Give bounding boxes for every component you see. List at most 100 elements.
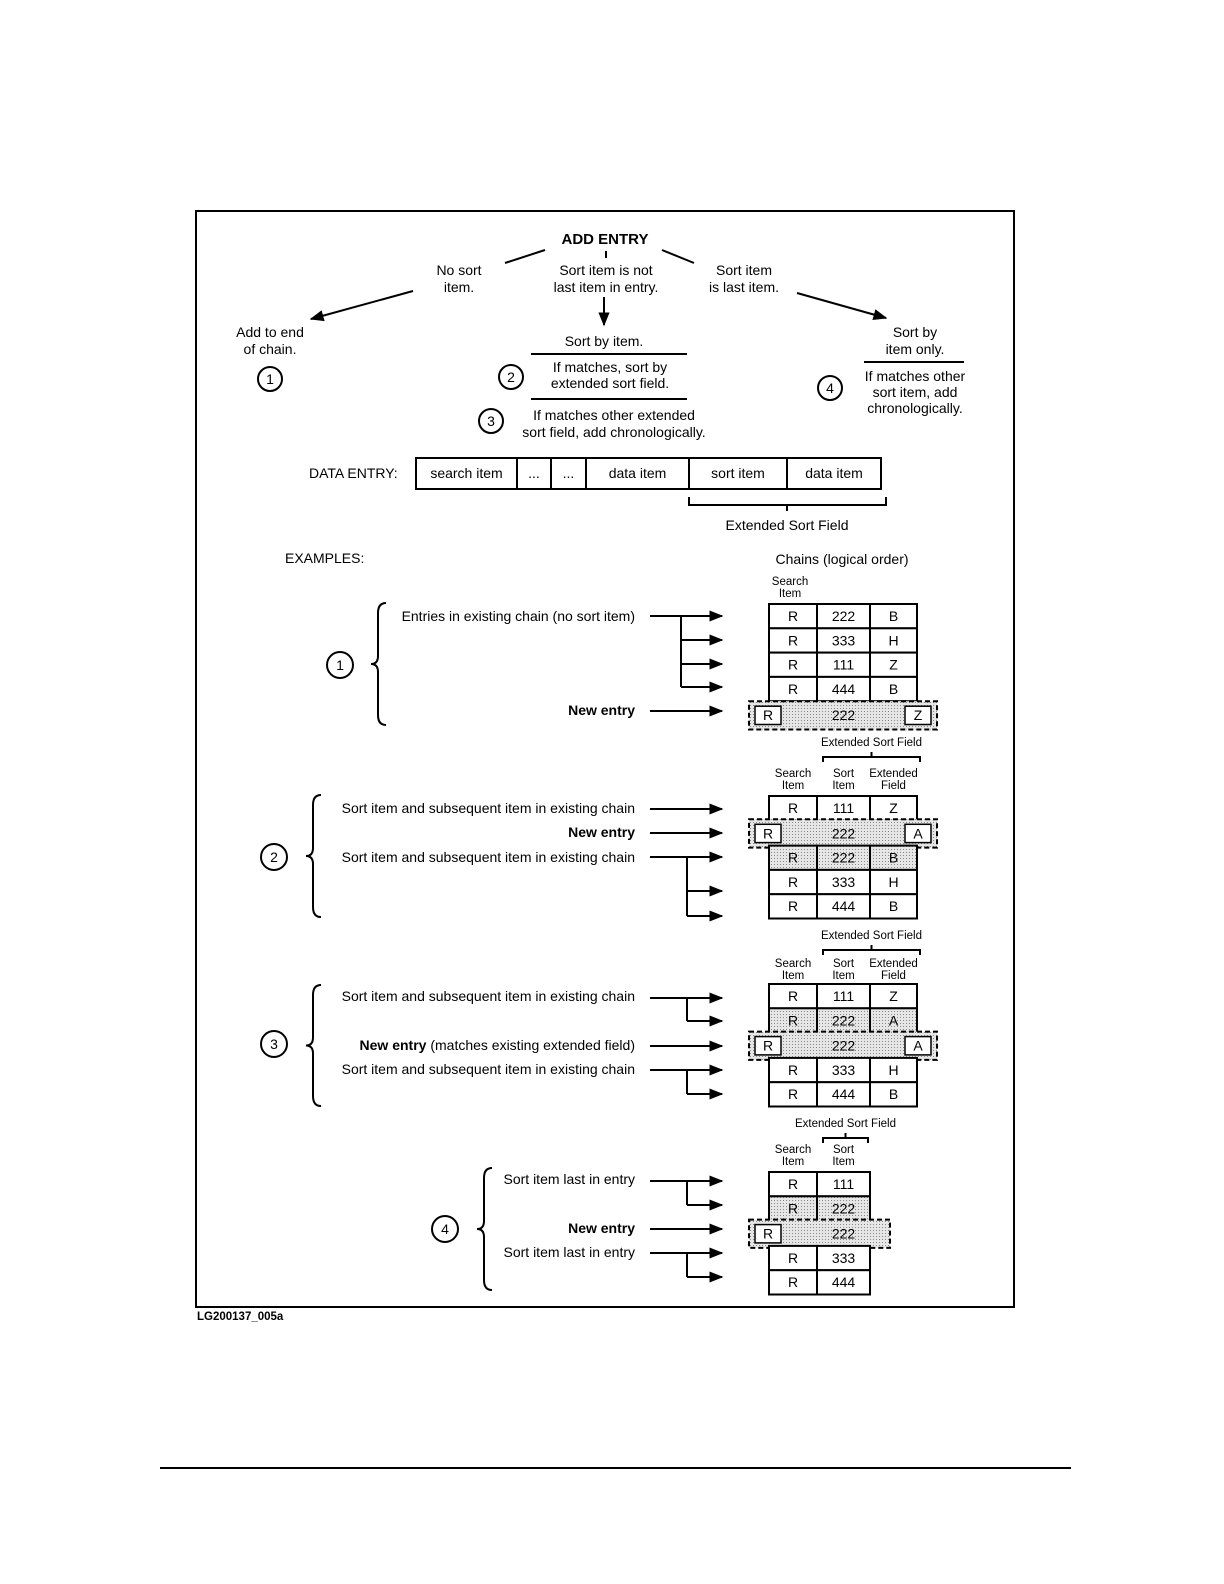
ex1-cell: H — [888, 632, 898, 648]
marker-2-circle — [498, 364, 524, 390]
ex1-cell: R — [788, 632, 798, 648]
ex1-cell: 333 — [832, 632, 856, 648]
matches-other-sort-line1: If matches other — [865, 368, 966, 384]
ex3-cell: 444 — [832, 1086, 856, 1102]
ex2-cell: 222 — [832, 850, 856, 866]
ex4-cell-box — [816, 1244, 871, 1272]
data-entry-cell — [688, 457, 788, 490]
ex4-cell: 333 — [832, 1250, 856, 1266]
ex1-cell: R — [788, 657, 798, 673]
ex1-cell: B — [889, 608, 898, 624]
ex3-new-cell: A — [913, 1038, 923, 1054]
marker-3-label: 3 — [487, 413, 495, 429]
marker-1-circle — [257, 366, 283, 392]
title-right-line — [661, 249, 695, 264]
ex1-cell-box — [768, 675, 818, 703]
extended-sort-bracket — [688, 497, 887, 506]
data-entry-field: sort item — [711, 465, 765, 481]
ex2-cell-box — [869, 893, 918, 920]
ex2-cell: R — [788, 850, 798, 866]
ex2-cell-box — [768, 868, 818, 896]
marker-2-label: 2 — [507, 369, 515, 385]
ex4-cell-box — [768, 1171, 818, 1198]
ex4-new-cell: R — [763, 1226, 773, 1242]
ex1-new-cell: R — [763, 707, 773, 723]
ex4-new-entry-text: New entry — [568, 1220, 635, 1236]
marker-4-circle — [817, 375, 843, 401]
branch-no-sort-line1: No sort — [436, 262, 481, 278]
page-footer-rule — [160, 1467, 1071, 1469]
ex1-new-label-box — [754, 705, 782, 726]
add-to-end-line2: of chain. — [244, 341, 297, 357]
marker-1-label: 1 — [266, 371, 274, 387]
ex3-cell-box — [869, 1056, 918, 1084]
figure-frame — [195, 210, 1015, 1308]
ex3-cell: B — [889, 1086, 898, 1102]
add-to-end-line1: Add to end — [236, 324, 304, 340]
ex3-new-cell: 222 — [832, 1038, 856, 1054]
ex1-cell: 111 — [833, 657, 854, 673]
ex1-existing-text: Entries in existing chain (no sort item) — [402, 608, 635, 624]
ex2-col-header: Search — [775, 768, 811, 780]
data-entry-label: DATA ENTRY: — [309, 465, 398, 481]
ex2-marker-label: 2 — [270, 849, 278, 865]
ex3-new-entry-suffix: (matches existing extended field) — [430, 1037, 635, 1053]
ex2-cell: 333 — [832, 874, 856, 890]
ex1-cell: Z — [889, 657, 898, 673]
ex2-new-cell: 222 — [832, 825, 856, 841]
ex2-cell: 444 — [832, 898, 856, 914]
data-entry-field: ... — [528, 465, 540, 481]
marker-3-circle — [478, 408, 504, 434]
ex3-cell: H — [888, 1062, 898, 1078]
ex4-ext-label: Extended Sort Field — [795, 1118, 896, 1130]
matches-other-sort-line2: sort item, add — [873, 384, 958, 400]
ex3-cell: 222 — [832, 1012, 856, 1028]
ex3-ext-label: Extended Sort Field — [821, 930, 922, 942]
ex3-cell-box — [816, 1056, 871, 1084]
ex2-cell: H — [888, 874, 898, 890]
ex3-cell-box — [816, 1081, 871, 1108]
ex2-text-a: Sort item and subsequent item in existin… — [342, 800, 635, 816]
data-entry-field: search item — [430, 465, 502, 481]
ex2-cell: Z — [889, 800, 898, 816]
ex2-cell-box — [869, 795, 918, 822]
matches-sort-line2: extended sort field. — [551, 375, 669, 391]
figure-id: LG200137_005a — [197, 1311, 284, 1323]
ex1-cell: 444 — [832, 681, 856, 697]
ex1-new-entry-text: New entry — [568, 702, 635, 718]
ex3-ext-bracket — [822, 949, 921, 955]
ex3-cell: 333 — [832, 1062, 856, 1078]
ex4-text-a: Sort item last in entry — [504, 1171, 636, 1187]
ex4-cell: R — [788, 1176, 798, 1192]
ex3-marker-circle — [260, 1030, 288, 1058]
ex3-cell: R — [788, 988, 798, 1004]
ex3-cell-box — [869, 1081, 918, 1108]
data-entry-field: ... — [563, 465, 575, 481]
data-entry-field: data item — [805, 465, 863, 481]
ex1-col-header: Search — [772, 576, 808, 588]
ex2-cell: R — [788, 874, 798, 890]
data-entry-field: data item — [609, 465, 667, 481]
ex2-col-header: Item — [782, 780, 804, 792]
ex1-cell: 222 — [832, 608, 856, 624]
ex2-brace — [305, 794, 322, 918]
ex3-cell-box — [816, 1007, 871, 1034]
ex1-cell: B — [889, 681, 898, 697]
ex3-col-header: Item — [782, 970, 804, 982]
ex1-marker-label: 1 — [336, 657, 344, 673]
marker-4-label: 4 — [826, 380, 834, 396]
ex3-col-header: Search — [775, 958, 811, 970]
ex3-text-a: Sort item and subsequent item in existin… — [342, 988, 635, 1004]
sort-only-line2: item only. — [886, 341, 945, 357]
matches-other-line2: sort field, add chronologically. — [522, 424, 705, 440]
ex4-cell: R — [788, 1250, 798, 1266]
ex3-cell: Z — [889, 988, 898, 1004]
ex4-cell-box — [816, 1195, 871, 1222]
ex3-cell: 111 — [833, 988, 854, 1004]
ex1-new-label-box — [904, 705, 932, 726]
ex4-cell: 111 — [833, 1176, 854, 1192]
ex2-new-label-box — [904, 823, 932, 844]
ex3-cell-box — [768, 983, 818, 1010]
ex1-new-cell: 222 — [832, 707, 856, 723]
